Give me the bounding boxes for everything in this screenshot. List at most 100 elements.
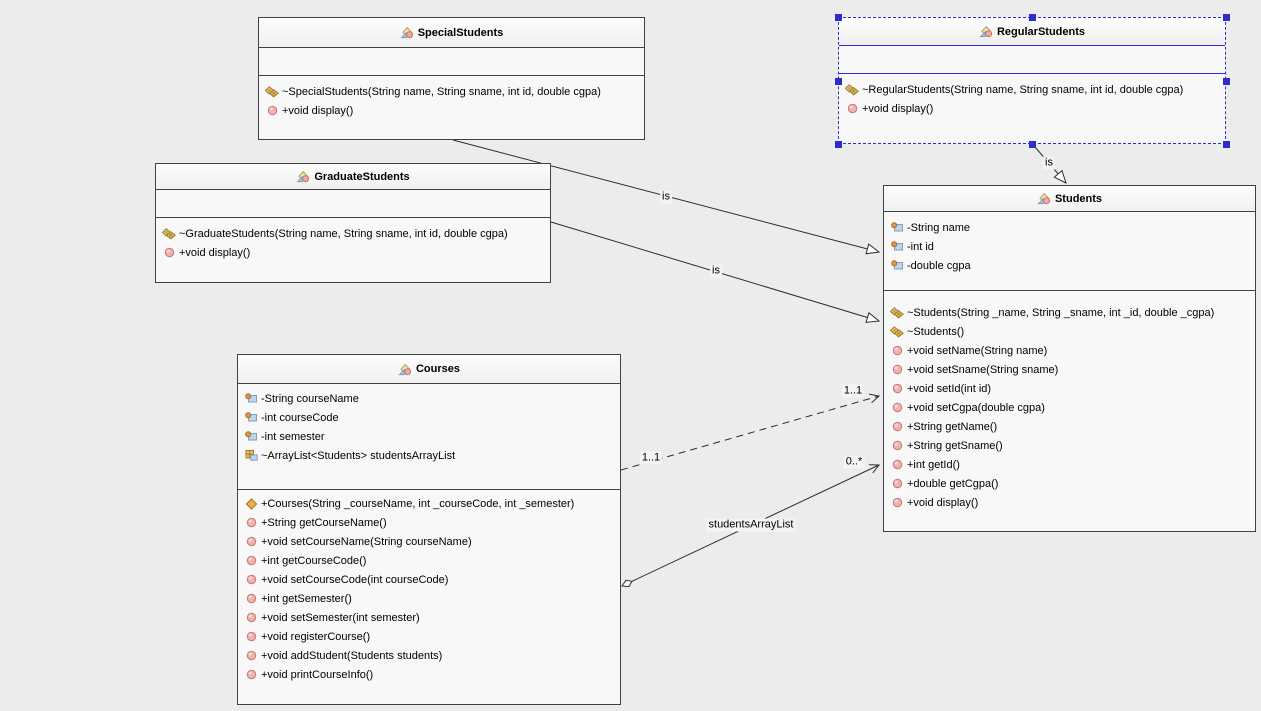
fields-section: -String courseName -int courseCode -int se… — [238, 384, 620, 490]
method-row[interactable]: +void setSname(String sname) — [884, 360, 1255, 379]
method-row[interactable]: ~Students() — [884, 322, 1255, 341]
field-row[interactable]: -String courseName — [238, 389, 620, 408]
method-row[interactable]: +void setCourseName(String courseName) — [238, 532, 620, 551]
edge-label: 1..1 — [639, 451, 663, 465]
class-node-regular-students[interactable]: RegularStudents ~RegularStudents(String n… — [835, 14, 1230, 148]
field-signature: -int id — [907, 240, 934, 253]
class-icon — [1037, 192, 1051, 205]
class-title[interactable]: Courses — [238, 355, 620, 384]
field-row[interactable]: -int courseCode — [238, 408, 620, 427]
field-row[interactable]: -int id — [884, 237, 1255, 256]
fields-section — [839, 46, 1225, 74]
method-signature: +void setId(int id) — [907, 382, 992, 395]
selection-handle[interactable] — [835, 14, 842, 21]
selection-handle[interactable] — [835, 141, 842, 148]
class-node-students[interactable]: Students -String name -int id -double cgpa ~… — [883, 185, 1256, 532]
field-icon — [890, 241, 904, 252]
selection-handle[interactable] — [835, 78, 842, 85]
field-row[interactable]: -int semester — [238, 427, 620, 446]
method-icon — [890, 459, 904, 470]
methods-section: ~SpecialStudents(String name, String sna… — [259, 76, 644, 139]
method-icon — [162, 247, 176, 258]
method-row[interactable]: ~SpecialStudents(String name, String sna… — [259, 82, 644, 101]
class-node-courses[interactable]: Courses -String courseName -int courseCode… — [237, 354, 621, 705]
class-name: SpecialStudents — [417, 26, 504, 39]
method-row[interactable]: +double getCgpa() — [884, 474, 1255, 493]
method-signature: +void setCourseName(String courseName) — [261, 535, 472, 548]
field-package-icon — [244, 450, 258, 461]
class-node-special-students[interactable]: SpecialStudents ~SpecialStudents(String n… — [258, 17, 645, 140]
method-signature: +void display() — [907, 496, 979, 509]
selection-handle[interactable] — [1029, 14, 1036, 21]
class-icon — [400, 26, 414, 39]
method-icon — [890, 478, 904, 489]
method-icon — [244, 631, 258, 642]
method-row[interactable]: +void setId(int id) — [884, 379, 1255, 398]
field-row[interactable]: -double cgpa — [884, 256, 1255, 275]
method-row[interactable]: ~Students(String _name, String _sname, i… — [884, 303, 1255, 322]
method-row[interactable]: +String getSname() — [884, 436, 1255, 455]
method-icon — [890, 497, 904, 508]
method-row[interactable]: +String getCourseName() — [238, 513, 620, 532]
method-signature: +void display() — [862, 102, 934, 115]
method-icon — [890, 421, 904, 432]
fields-section: -String name -int id -double cgpa — [884, 212, 1255, 291]
constructor-icon — [890, 306, 904, 319]
method-row[interactable]: +void setCourseCode(int courseCode) — [238, 570, 620, 589]
method-row[interactable]: +String getName() — [884, 417, 1255, 436]
method-signature: +void setCourseCode(int courseCode) — [261, 573, 449, 586]
method-icon — [845, 103, 859, 114]
class-title[interactable]: GraduateStudents — [156, 164, 550, 190]
field-icon — [890, 260, 904, 271]
method-row[interactable]: +void setSemester(int semester) — [238, 608, 620, 627]
edge-courses-depends-on-students[interactable] — [620, 396, 879, 471]
class-title[interactable]: Students — [884, 186, 1255, 212]
field-row[interactable]: -String name — [884, 218, 1255, 237]
selection-handle[interactable] — [1223, 141, 1230, 148]
method-row[interactable]: +void display() — [156, 243, 550, 262]
edge-label: is — [710, 264, 722, 278]
method-row[interactable]: +Courses(String _courseName, int _course… — [238, 494, 620, 513]
field-row[interactable]: ~ArrayList<Students> studentsArrayList — [238, 446, 620, 465]
constructor-icon — [265, 85, 279, 98]
field-signature: -int courseCode — [261, 411, 339, 424]
method-icon — [890, 383, 904, 394]
method-row[interactable]: +void printCourseInfo() — [238, 665, 620, 684]
method-row[interactable]: +void display() — [839, 99, 1225, 118]
method-row[interactable]: +void registerCourse() — [238, 627, 620, 646]
method-signature: +void setSemester(int semester) — [261, 611, 420, 624]
class-name: Students — [1054, 192, 1103, 205]
method-row[interactable]: +int getSemester() — [238, 589, 620, 608]
method-row[interactable]: +int getCourseCode() — [238, 551, 620, 570]
method-signature: +String getSname() — [907, 439, 1003, 452]
class-node-graduate-students[interactable]: GraduateStudents ~GraduateStudents(String… — [155, 163, 551, 283]
method-signature: +void addStudent(Students students) — [261, 649, 443, 662]
class-name: GraduateStudents — [314, 170, 410, 183]
method-row[interactable]: +void addStudent(Students students) — [238, 646, 620, 665]
field-signature: -String name — [907, 221, 970, 234]
selection-handle[interactable] — [1223, 14, 1230, 21]
method-icon — [265, 105, 279, 116]
method-row[interactable]: +void display() — [884, 493, 1255, 512]
method-row[interactable]: +void display() — [259, 101, 644, 120]
method-signature: +void display() — [179, 246, 251, 259]
method-icon — [244, 574, 258, 585]
method-icon — [244, 612, 258, 623]
method-row[interactable]: +void setCgpa(double cgpa) — [884, 398, 1255, 417]
class-title[interactable]: RegularStudents — [839, 18, 1225, 46]
field-signature: ~ArrayList<Students> studentsArrayList — [261, 449, 456, 462]
method-signature: +String getName() — [907, 420, 998, 433]
constructor-icon — [845, 83, 859, 96]
method-row[interactable]: +void setName(String name) — [884, 341, 1255, 360]
method-row[interactable]: ~RegularStudents(String name, String sna… — [839, 80, 1225, 99]
class-title[interactable]: SpecialStudents — [259, 18, 644, 48]
selection-handle[interactable] — [1223, 78, 1230, 85]
method-icon — [244, 536, 258, 547]
field-icon — [890, 222, 904, 233]
method-row[interactable]: ~GraduateStudents(String name, String sn… — [156, 224, 550, 243]
method-signature: ~GraduateStudents(String name, String sn… — [179, 227, 508, 240]
selection-handle[interactable] — [1029, 141, 1036, 148]
method-row[interactable]: +int getId() — [884, 455, 1255, 474]
method-icon — [244, 517, 258, 528]
